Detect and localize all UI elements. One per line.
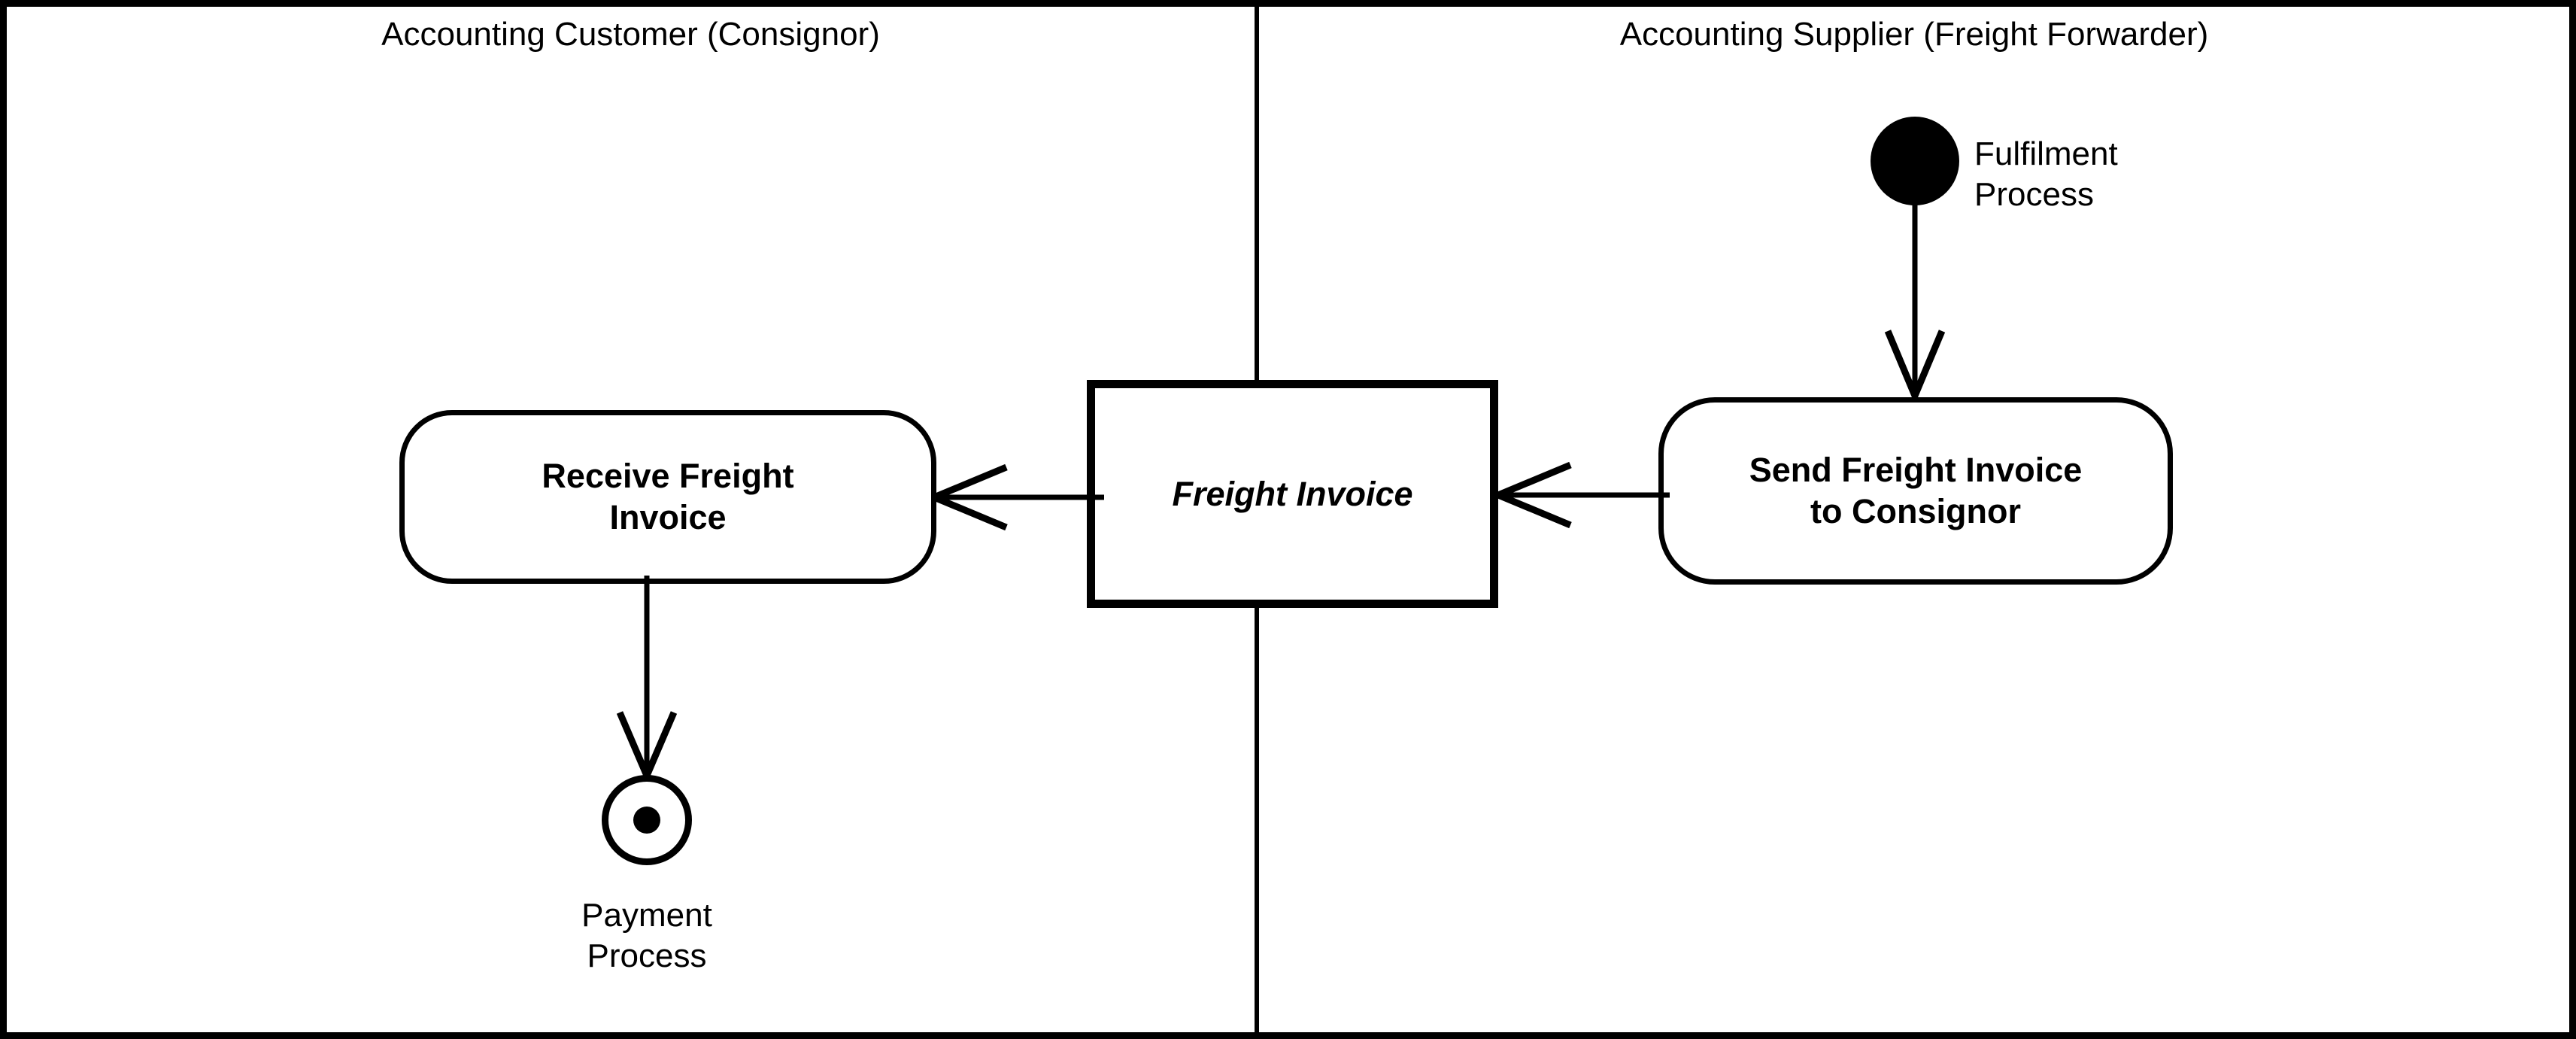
action-send-freight-invoice-to-consignor[interactable]: Send Freight Invoice to Consignor (1658, 397, 2173, 585)
swimlane-divider-upper (1255, 7, 1259, 381)
swimlane-divider-lower (1255, 607, 1259, 1033)
initial-node-label-line2: Process (1974, 175, 2094, 213)
action-receive-freight-invoice[interactable]: Receive Freight Invoice (399, 410, 936, 584)
object-node-freight-invoice-label: Freight Invoice (1172, 474, 1413, 513)
object-node-freight-invoice[interactable]: Freight Invoice (1087, 380, 1498, 608)
action-receive-invoice-label: Receive Freight Invoice (542, 456, 793, 539)
final-node-label-line1: Payment (581, 897, 712, 934)
initial-node-label: Fulfilment Process (1974, 134, 2290, 214)
action-send-invoice-label-line2: to Consignor (1810, 491, 2021, 530)
final-node-label-line2: Process (587, 937, 707, 974)
swimlane-header-accounting-customer: Accounting Customer (Consignor) (381, 16, 880, 53)
activity-final-node-icon[interactable] (602, 775, 692, 865)
action-send-invoice-label: Send Freight Invoice to Consignor (1749, 450, 2083, 533)
action-receive-invoice-label-line2: Invoice (609, 497, 727, 536)
activity-final-node-dot (633, 807, 660, 834)
final-node-label: Payment Process (496, 895, 797, 976)
action-receive-invoice-label-line1: Receive Freight (542, 456, 794, 495)
action-send-invoice-label-line1: Send Freight Invoice (1749, 450, 2083, 489)
initial-node-label-line1: Fulfilment (1974, 135, 2118, 172)
swimlane-header-accounting-supplier: Accounting Supplier (Freight Forwarder) (1619, 16, 2209, 53)
initial-node-icon[interactable] (1871, 117, 1959, 205)
